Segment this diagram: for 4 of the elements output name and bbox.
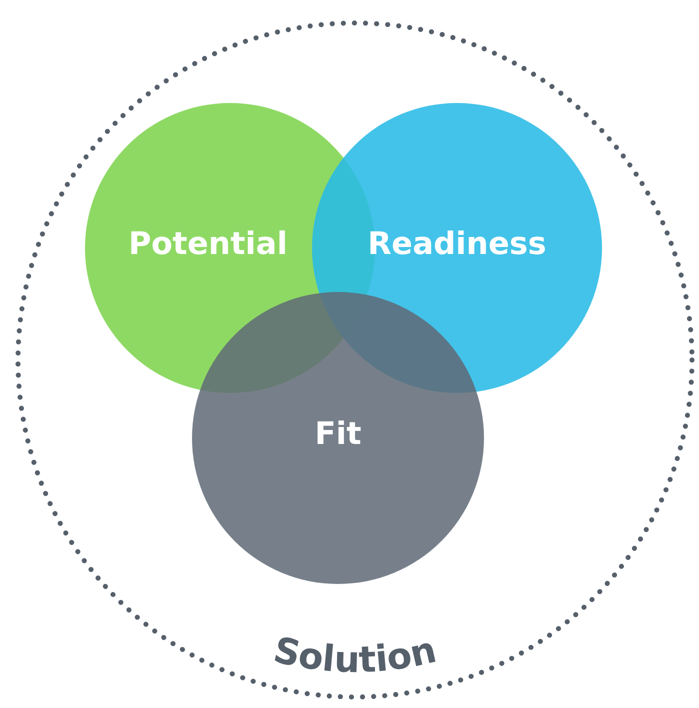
- circle-label: Readiness: [366, 226, 548, 262]
- curved-label: Solution: [270, 630, 440, 682]
- circle-label: Fit: [314, 416, 362, 452]
- circle-label: Potential: [128, 226, 288, 262]
